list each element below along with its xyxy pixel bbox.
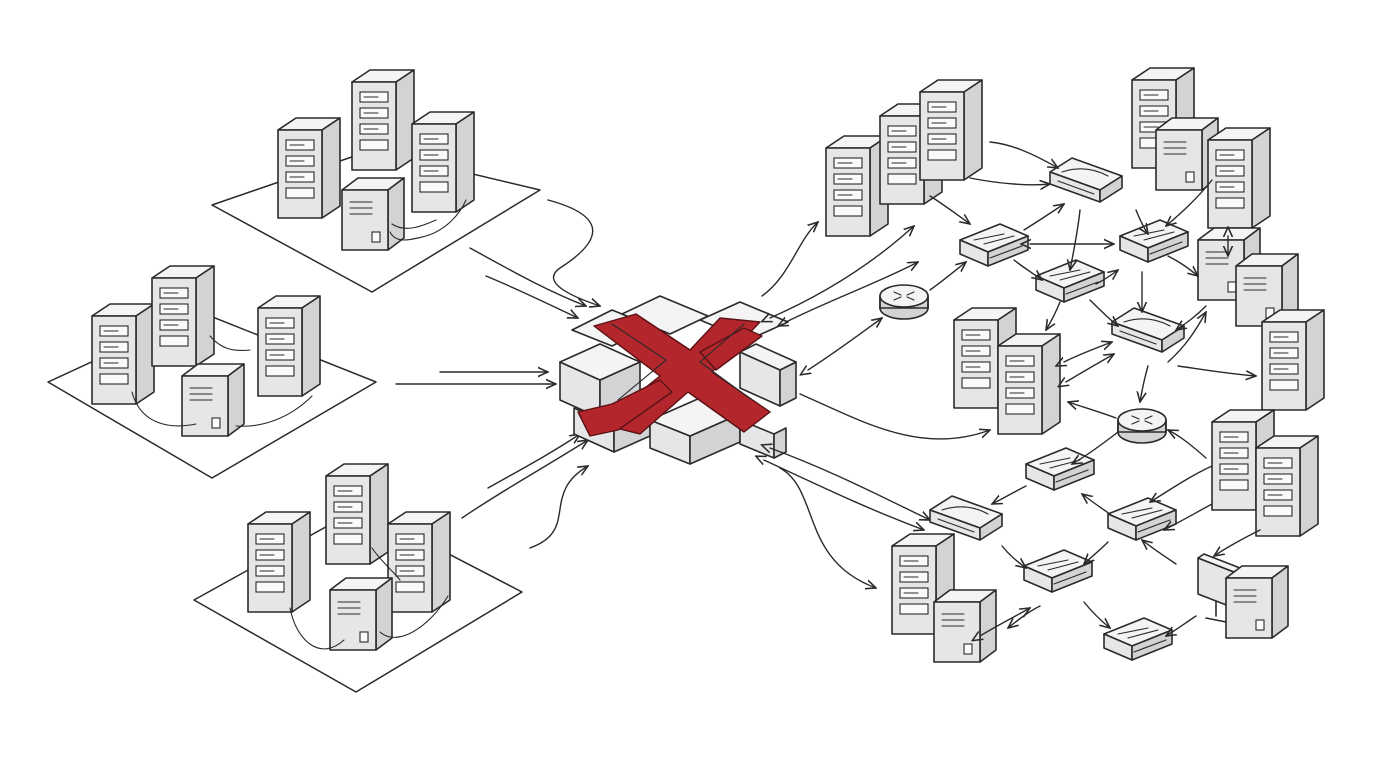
server-icon (1207, 127, 1271, 229)
server-icon (151, 265, 215, 367)
switch-icon (1025, 447, 1095, 491)
server-icon (1225, 565, 1289, 639)
switch-icon (1103, 617, 1173, 661)
outbound-links (762, 222, 990, 588)
inbound-links (395, 199, 600, 549)
hub-icon (559, 295, 797, 465)
server-icon (1261, 309, 1325, 411)
switch-icon (1035, 259, 1105, 303)
right-network (825, 67, 1325, 663)
switch-icon (1107, 497, 1177, 541)
server-icon (247, 511, 311, 613)
switch-icon (1111, 307, 1185, 353)
switch-icon (1049, 157, 1123, 203)
switch-icon (1023, 549, 1093, 593)
server-icon (933, 589, 997, 663)
switch-icon (1119, 219, 1189, 263)
router-icon (1117, 408, 1167, 444)
mesh-links (929, 141, 1261, 636)
server-icon (1255, 435, 1319, 537)
server-icon (997, 333, 1061, 435)
server-icon (91, 303, 155, 405)
hub-accent (577, 313, 771, 437)
server-icon (341, 177, 405, 251)
central-hub (559, 295, 797, 465)
router-icon (879, 284, 929, 320)
switch-icon (959, 223, 1029, 267)
cluster-bottom-left (193, 463, 523, 693)
server-icon (411, 111, 475, 213)
server-icon (329, 577, 393, 651)
cluster-mid-left (47, 265, 377, 479)
server-icon (257, 295, 321, 397)
cluster-top-left (211, 69, 541, 293)
server-icon (919, 79, 983, 181)
server-icon (387, 511, 451, 613)
server-icon (351, 69, 415, 171)
server-icon (325, 463, 389, 565)
server-icon (277, 117, 341, 219)
server-icon (825, 135, 889, 237)
